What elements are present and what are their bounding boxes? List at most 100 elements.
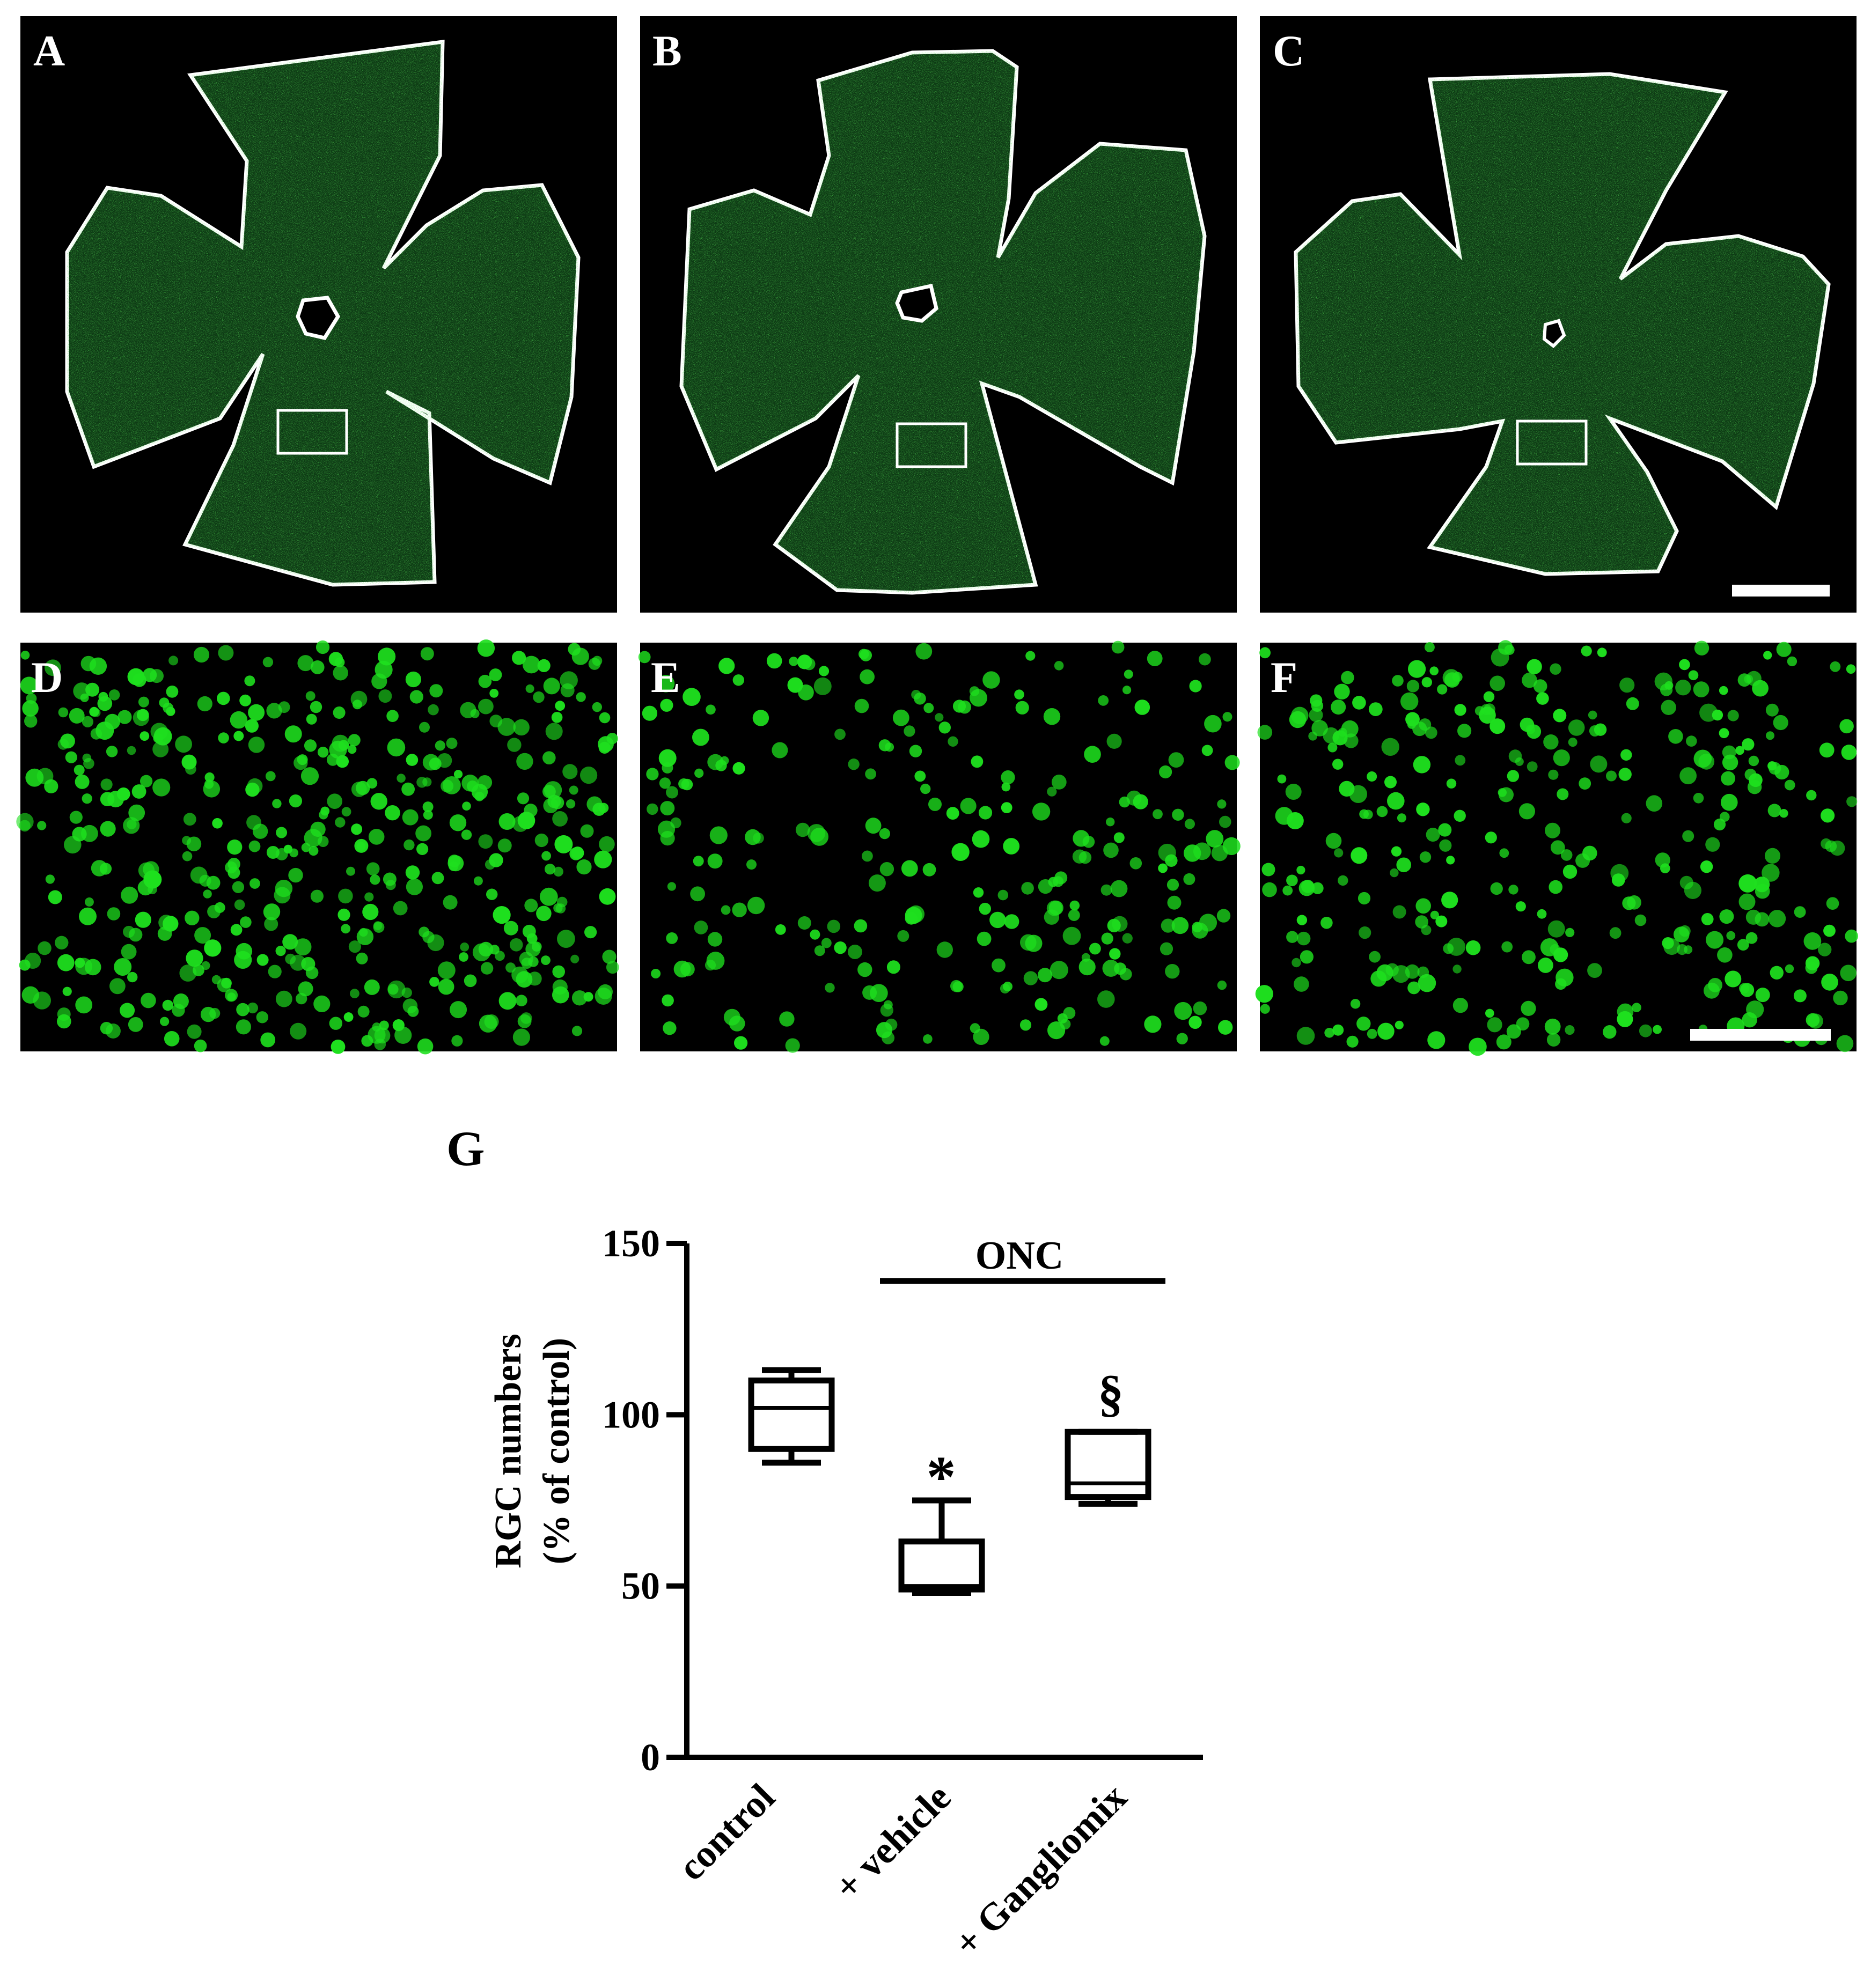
rgc-cell xyxy=(298,981,313,997)
rgc-cell xyxy=(1332,759,1344,770)
rgc-cell xyxy=(1025,934,1043,952)
rgc-cell xyxy=(1124,669,1133,679)
rgc-cell xyxy=(1550,663,1561,675)
rgc-cell xyxy=(1084,746,1101,763)
rgc-cell xyxy=(121,886,138,904)
rgc-cell xyxy=(834,728,846,740)
rgc-cell xyxy=(209,1007,221,1019)
rgc-cell xyxy=(1292,958,1301,968)
rgc-cell xyxy=(1708,978,1723,992)
rgc-cell xyxy=(543,678,560,695)
rgc-cell xyxy=(1047,786,1057,797)
rgc-cell xyxy=(1717,947,1733,963)
rgc-cell xyxy=(647,803,658,815)
rgc-cell xyxy=(244,675,255,687)
rgc-cell xyxy=(1522,672,1537,688)
rgc-cell xyxy=(542,751,556,764)
rgc-cell xyxy=(721,905,731,915)
rgc-cell xyxy=(1367,1028,1377,1039)
rgc-cell xyxy=(1390,868,1399,878)
rgc-cell xyxy=(1610,864,1629,882)
rgc-cell xyxy=(338,740,349,751)
rgc-cell xyxy=(1547,920,1565,938)
rgc-cell xyxy=(1679,925,1691,937)
rgc-cell xyxy=(857,962,872,977)
rgc-cell xyxy=(20,676,38,695)
rgc-cell xyxy=(1320,917,1333,929)
rgc-cell xyxy=(1745,932,1758,944)
rgc-cell xyxy=(1201,745,1213,756)
rgc-cell xyxy=(22,700,39,717)
rgc-cell xyxy=(1129,857,1142,870)
rgc-cell xyxy=(1821,974,1838,991)
rgc-cell xyxy=(772,742,788,759)
rgc-cell xyxy=(1826,897,1839,910)
rgc-cell xyxy=(48,890,62,904)
rgc-cell xyxy=(409,690,423,704)
rgc-cell xyxy=(810,828,828,846)
rgc-cell xyxy=(1515,901,1526,912)
rgc-cell xyxy=(1713,818,1726,831)
rgc-cell xyxy=(1189,680,1202,693)
rgc-cell xyxy=(513,719,530,736)
rgc-cell xyxy=(1310,694,1323,707)
rgc-cell xyxy=(1341,720,1359,738)
rgc-cell xyxy=(331,1040,346,1054)
rgc-cell xyxy=(522,656,540,674)
rgc-cell xyxy=(706,952,725,970)
rgc-cell xyxy=(732,902,747,917)
rgc-cell xyxy=(868,874,886,892)
rgc-cell xyxy=(1204,715,1222,733)
rgc-cell xyxy=(127,746,136,755)
rgc-cell xyxy=(541,955,551,965)
rgc-cell xyxy=(477,775,493,790)
rgc-cell xyxy=(1392,675,1404,687)
rgc-cell xyxy=(62,986,72,996)
rgc-cell xyxy=(599,836,615,852)
rgc-cell xyxy=(660,801,675,816)
rgc-cell xyxy=(422,931,435,944)
rgc-cell xyxy=(1738,893,1756,910)
rgc-cell xyxy=(948,736,958,747)
rgc-cell xyxy=(1286,874,1298,887)
rgc-cell xyxy=(402,809,419,826)
rgc-cell xyxy=(989,911,1006,929)
rgc-cell xyxy=(1419,851,1432,863)
rgc-cell xyxy=(694,768,704,778)
rgc-cell xyxy=(294,938,312,956)
rgc-cell xyxy=(1568,738,1577,747)
rgc-cell xyxy=(1406,680,1420,693)
rgc-cell xyxy=(65,751,77,763)
rgc-cell xyxy=(128,804,145,821)
rgc-cell xyxy=(747,896,765,915)
rgc-cell xyxy=(348,734,361,747)
rgc-cell xyxy=(723,1008,740,1026)
y-tick-label: 100 xyxy=(602,1393,660,1436)
rgc-cell xyxy=(1693,681,1709,697)
rgc-cell xyxy=(313,995,331,1012)
rgc-cell xyxy=(977,931,992,946)
rgc-cell xyxy=(1277,774,1287,784)
rgc-cell xyxy=(55,936,69,950)
rgc-cell xyxy=(551,712,563,723)
rgc-cell xyxy=(1446,856,1455,865)
rgc-cell xyxy=(218,732,229,743)
rgc-cell xyxy=(1767,804,1781,818)
rgc-cell xyxy=(107,907,121,921)
rgc-cell xyxy=(1350,999,1361,1009)
rgc-cell xyxy=(446,738,458,749)
box-0 xyxy=(748,1367,835,1466)
rgc-cell xyxy=(848,759,860,770)
rgc-cell xyxy=(1004,914,1019,929)
rgc-cell xyxy=(1416,802,1430,816)
rgc-cell xyxy=(1122,933,1133,944)
rgc-cell xyxy=(84,897,94,907)
rgc-cell xyxy=(862,985,877,1000)
rgc-cell xyxy=(1773,715,1788,731)
rgc-cells xyxy=(638,640,1241,1053)
rgc-cell xyxy=(366,862,380,875)
rgc-cell xyxy=(1606,770,1617,782)
rgc-cell xyxy=(462,801,471,811)
rgc-cell xyxy=(1048,877,1059,887)
rgc-cell xyxy=(385,880,396,890)
